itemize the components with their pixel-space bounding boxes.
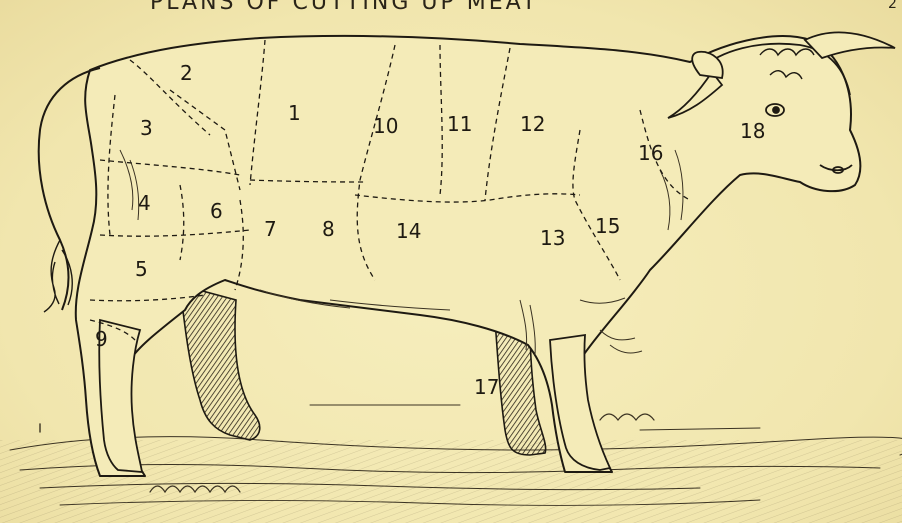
cut-label-13: 13 [540, 226, 565, 250]
cut-label-14: 14 [396, 219, 421, 243]
cut-label-4: 4 [138, 191, 151, 215]
cut-label-10: 10 [373, 114, 398, 138]
cut-label-3: 3 [140, 116, 153, 140]
cut-label-7: 7 [264, 217, 277, 241]
cut-label-5: 5 [135, 257, 148, 281]
cut-label-12: 12 [520, 112, 545, 136]
cut-label-8: 8 [322, 217, 335, 241]
cut-label-11: 11 [447, 112, 472, 136]
cut-label-1: 1 [288, 101, 301, 125]
cut-label-18: 18 [740, 119, 765, 143]
ox-body [76, 36, 861, 476]
cut-label-15: 15 [595, 214, 620, 238]
cut-label-9: 9 [95, 327, 108, 351]
cut-label-16: 16 [638, 141, 663, 165]
cut-label-2: 2 [180, 61, 193, 85]
cut-label-17: 17 [474, 375, 499, 399]
cut-label-6: 6 [210, 199, 223, 223]
